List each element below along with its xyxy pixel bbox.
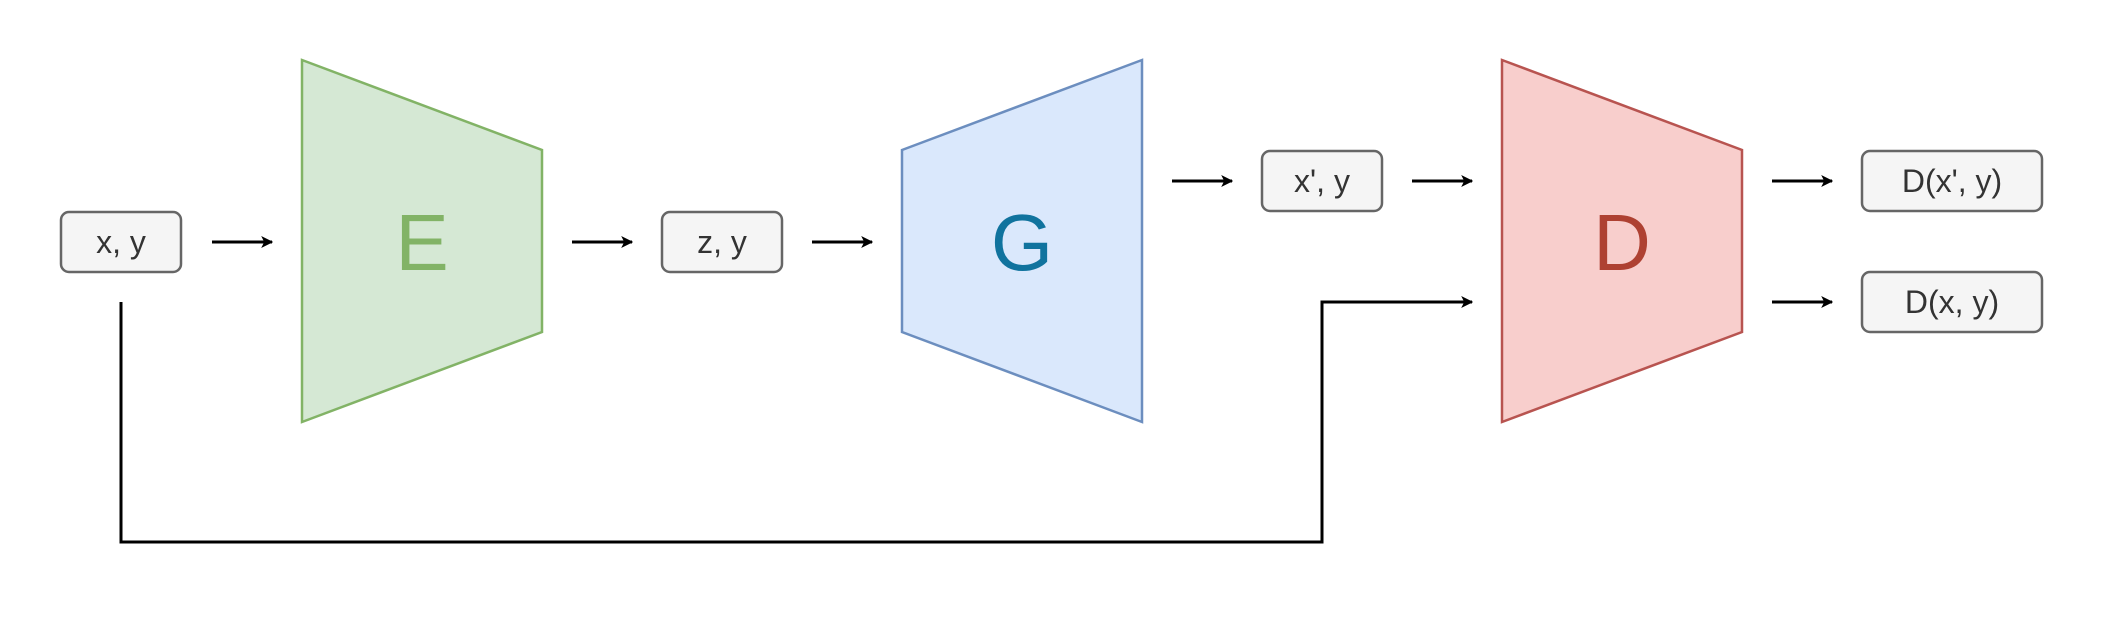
- discriminator-block: D: [1500, 58, 1744, 424]
- encoder-letter: E: [395, 198, 448, 287]
- input-label: x, y: [96, 224, 146, 260]
- input-node: x, y: [59, 210, 183, 274]
- encoder-block: E: [300, 58, 544, 424]
- arrow-input-skip-to-discriminator: [119, 296, 1474, 544]
- latent-node: z, y: [660, 210, 784, 274]
- latent-label: z, y: [697, 224, 747, 260]
- generated-label: x', y: [1294, 163, 1350, 199]
- output-fake-label: D(x', y): [1902, 163, 2002, 199]
- discriminator-letter: D: [1593, 198, 1651, 287]
- encoder-shape: [300, 58, 544, 424]
- generator-shape: [900, 58, 1144, 424]
- output-real-label: D(x, y): [1905, 284, 1999, 320]
- generator-block: G: [900, 58, 1144, 424]
- discriminator-shape: [1500, 58, 1744, 424]
- output-fake-node: D(x', y): [1860, 149, 2044, 213]
- generator-letter: G: [991, 198, 1053, 287]
- output-real-node: D(x, y): [1860, 270, 2044, 334]
- generated-node: x', y: [1260, 149, 1384, 213]
